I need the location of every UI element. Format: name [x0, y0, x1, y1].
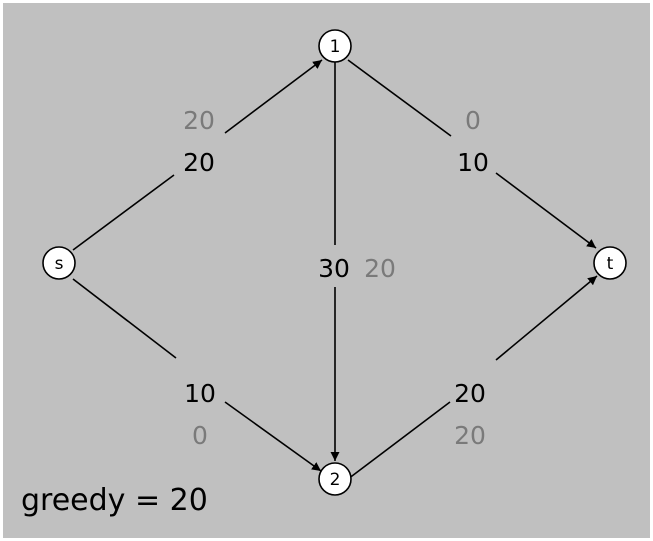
flow-network-diagram: s 1 2 t 20 20 0 10 30 20 10 0 20 20 gree… [21, 29, 627, 518]
edge-s-1-flow: 20 [183, 106, 215, 135]
node-2-label: 2 [330, 470, 341, 490]
node-2: 2 [318, 462, 352, 496]
edge-2-t-capacity: 20 [454, 379, 486, 408]
edge-1-t-upper [347, 59, 452, 137]
edge-2-t-flow: 20 [454, 421, 486, 450]
edge-s-2-capacity: 10 [184, 379, 216, 408]
edge-1-t-capacity: 10 [457, 148, 489, 177]
edge-2-t-upper [495, 275, 598, 361]
edge-1-t-flow: 0 [465, 106, 481, 135]
edge-s-1-lower [72, 174, 175, 251]
edge-1-2-flow: 20 [364, 254, 396, 283]
greedy-result-label: greedy = 20 [21, 483, 208, 518]
edge-2-t-lower [347, 401, 451, 480]
edge-1-2-capacity: 30 [318, 254, 350, 283]
node-s: s [42, 246, 76, 280]
node-s-label: s [55, 254, 64, 274]
edge-s-1-capacity: 20 [183, 148, 215, 177]
edge-s-1-upper [224, 59, 323, 134]
edge-1-t-lower [495, 172, 597, 249]
edge-s-2-flow: 0 [192, 421, 208, 450]
node-t-label: t [607, 254, 614, 274]
node-t: t [593, 246, 627, 280]
edge-s-2-lower [224, 401, 322, 472]
node-1-label: 1 [330, 37, 341, 57]
edge-s-2-upper [72, 278, 177, 359]
node-1: 1 [318, 29, 352, 63]
diagram-canvas: s 1 2 t 20 20 0 10 30 20 10 0 20 20 gree… [3, 3, 650, 538]
